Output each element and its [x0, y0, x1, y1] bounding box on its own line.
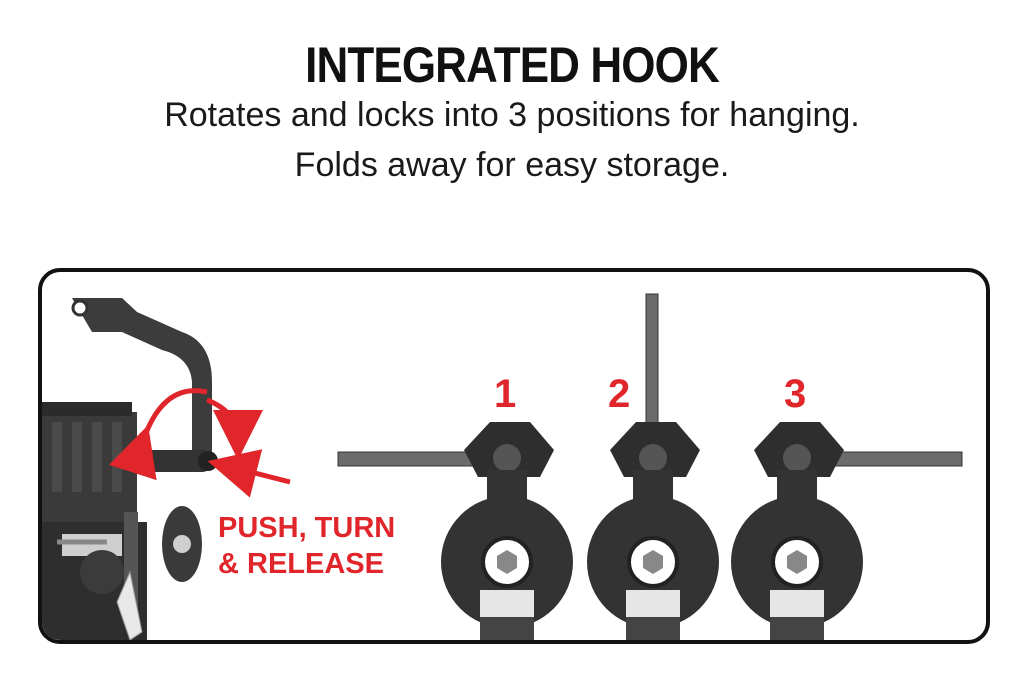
instruction-callout: PUSH, TURN & RELEASE — [218, 510, 395, 582]
position-label-1: 1 — [494, 372, 517, 416]
subtitle-line-2: Folds away for easy storage. — [294, 146, 730, 184]
hook-illustration — [42, 293, 963, 640]
position-label-3: 3 — [784, 372, 807, 416]
instruction-line-2: & RELEASE — [218, 548, 384, 580]
position-1-unit — [337, 422, 573, 640]
instruction-line-1: PUSH, TURN — [218, 512, 396, 544]
closeup-mechanism — [42, 298, 218, 640]
rotate-arrow-right — [206, 397, 263, 460]
rotate-arrow-left — [108, 388, 208, 481]
page-title: INTEGRATED HOOK — [305, 37, 720, 93]
illustration-panel: PUSH, TURN & RELEASE 1 2 3 — [38, 268, 990, 644]
subtitle-line-1: Rotates and locks into 3 positions for h… — [164, 96, 860, 134]
push-arrow — [207, 449, 291, 498]
position-label-2: 2 — [608, 372, 631, 416]
position-2-unit — [587, 293, 719, 640]
position-3-unit — [731, 422, 963, 640]
